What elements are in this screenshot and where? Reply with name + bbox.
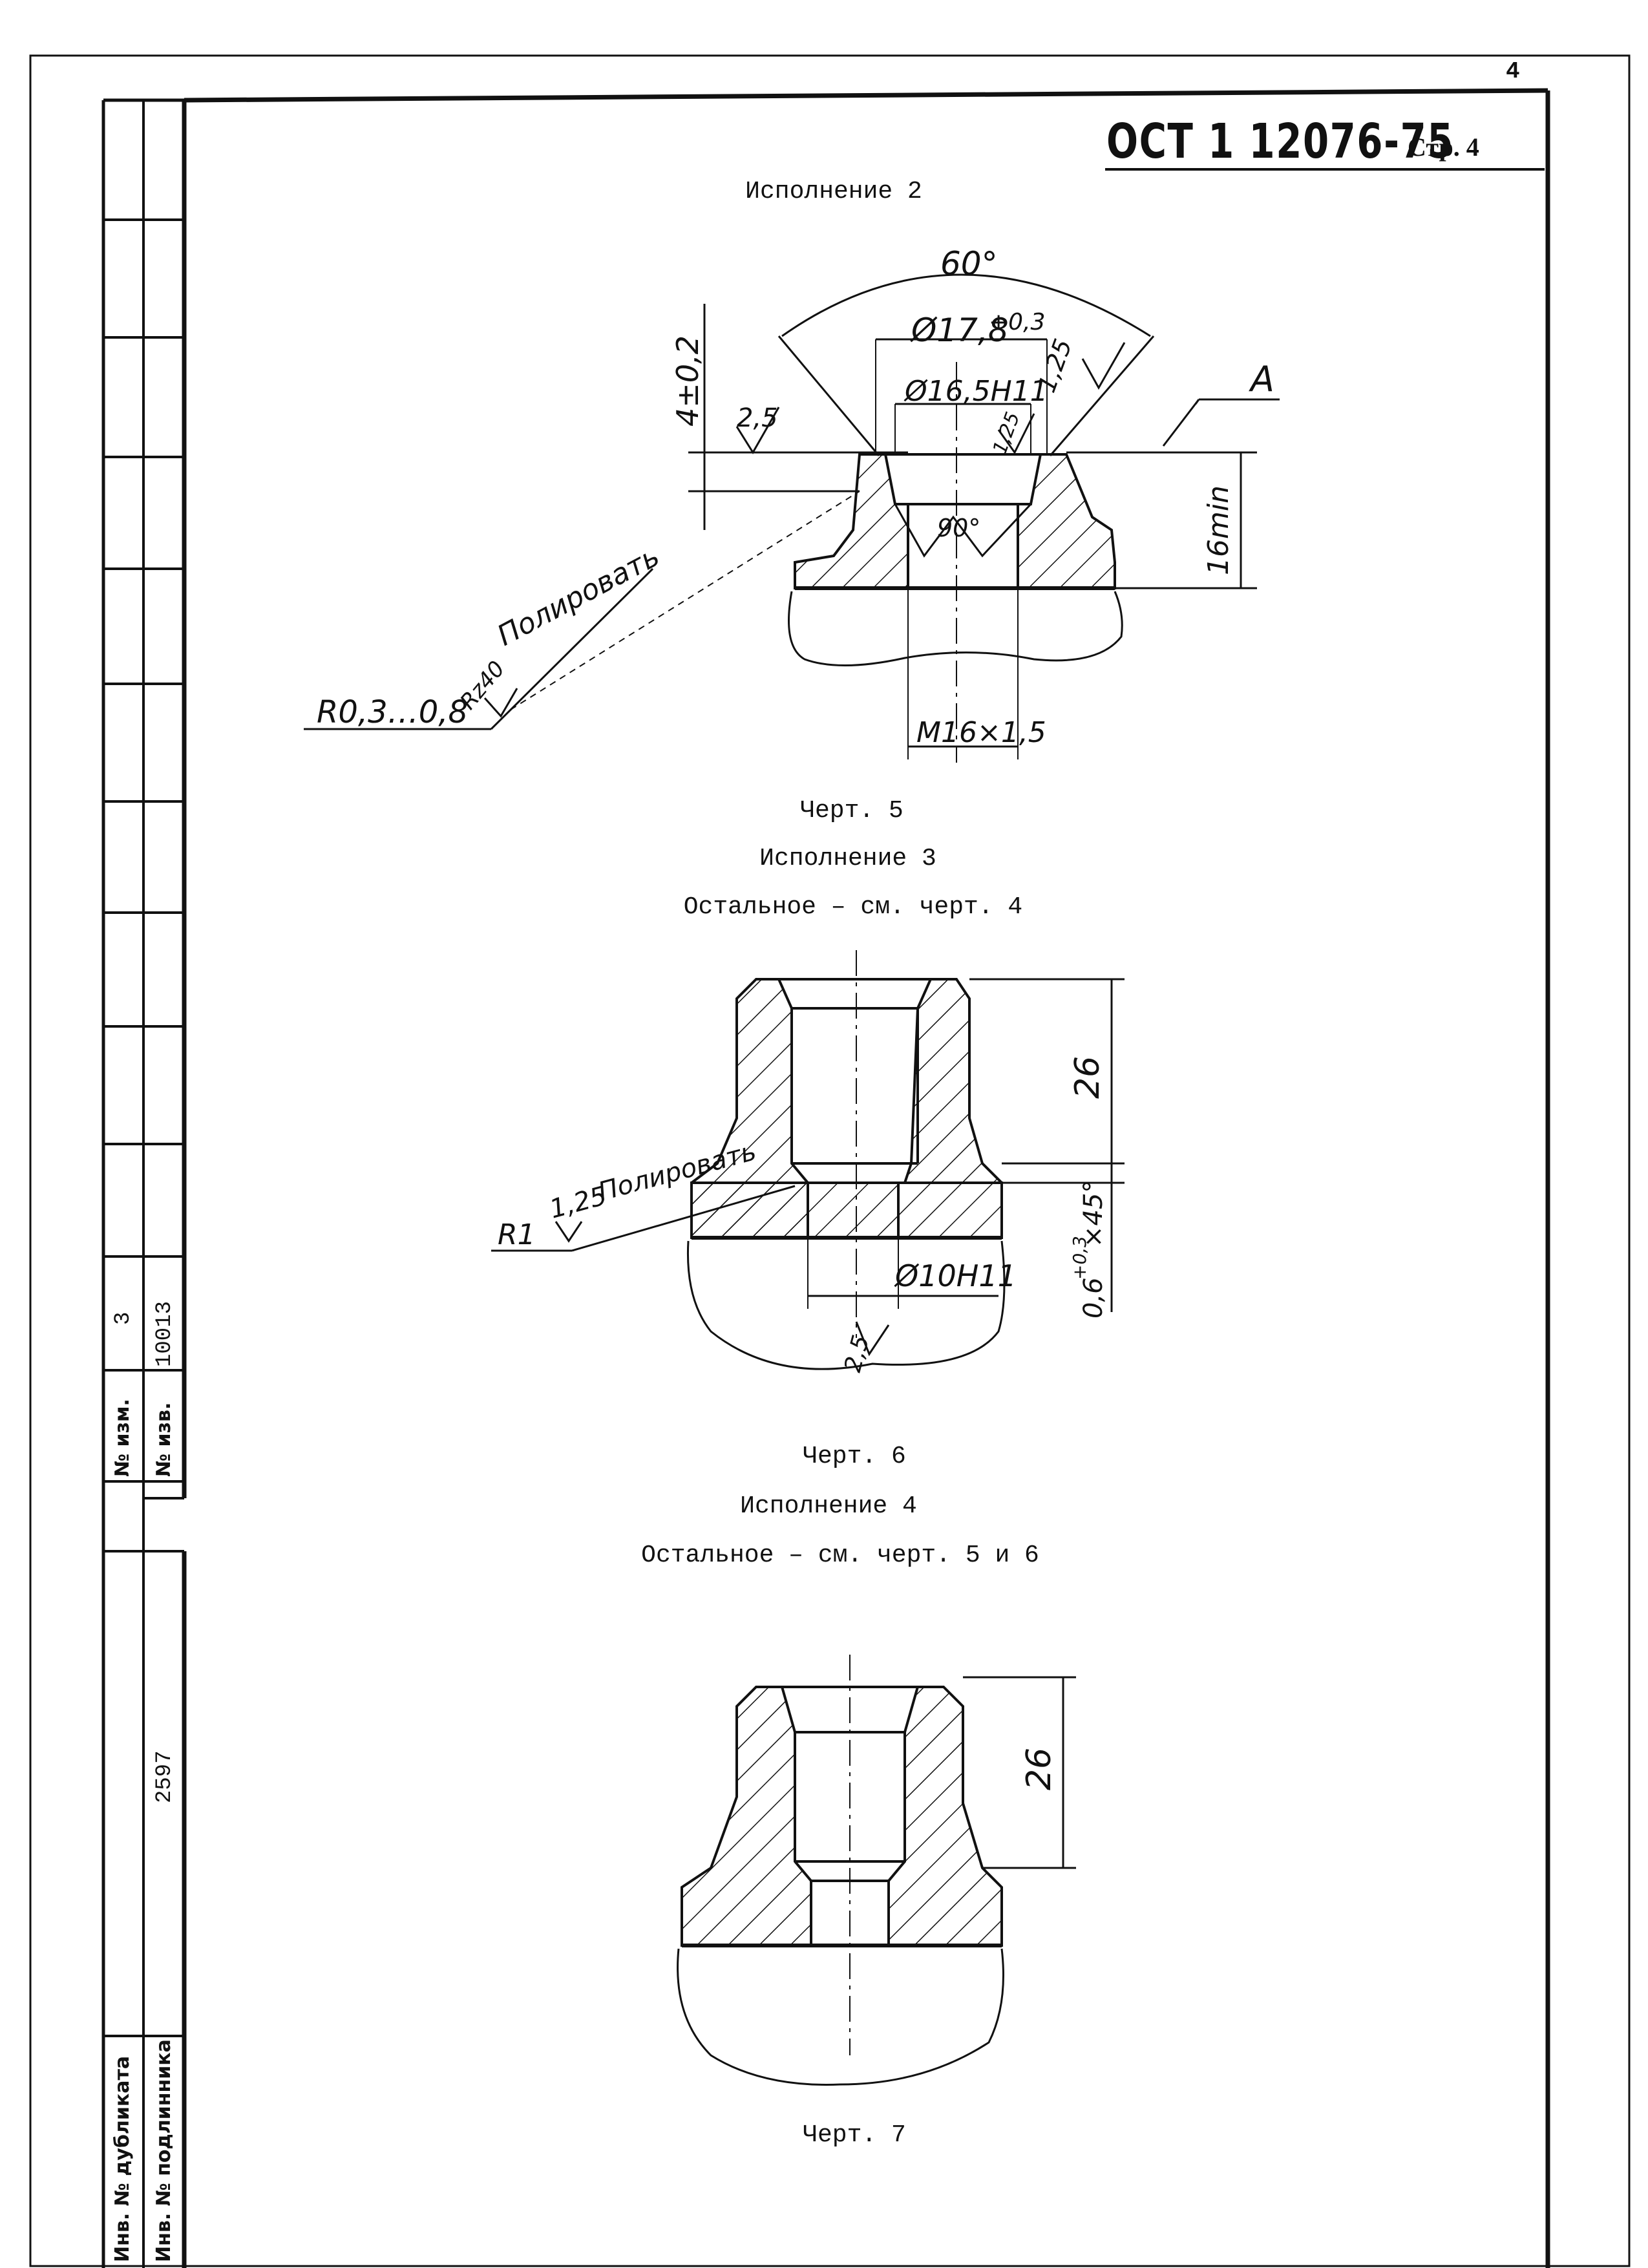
page-label: Стр. 4 [1408, 132, 1479, 162]
change-number-value: 3 [111, 1311, 136, 1325]
radius-dimension: R1 [498, 1218, 536, 1251]
thread-dimension: M16×1,5 [916, 716, 1046, 749]
section-title: Исполнение 2 [745, 178, 922, 206]
figure-caption: Черт. 7 [803, 2121, 906, 2149]
bore-diameter: Ø10H11 [894, 1258, 1017, 1293]
depth-dimension: 4±0,2 [670, 335, 705, 427]
chamfer-angle: ×45° [1079, 1180, 1108, 1247]
inner-diameter: Ø16,5H11 [903, 375, 1048, 408]
datum-label: A [1249, 359, 1274, 399]
notice-number-value: 10013 [153, 1300, 177, 1367]
roughness-mark: 2,5 [737, 403, 778, 433]
chamfer-dimension: 0,6 [1079, 1277, 1108, 1319]
original-inventory-label: Инв. № подлинника [153, 2039, 175, 2262]
section-note: Остальное – см. черт. 5 и 6 [641, 1542, 1039, 1569]
duplicate-inventory-label: Инв. № дубликата [111, 2055, 134, 2262]
figure-caption: Черт. 6 [803, 1443, 906, 1470]
section-title: Исполнение 3 [759, 845, 936, 873]
section-title: Исполнение 4 [740, 1492, 917, 1520]
section-note: Остальное – см. черт. 4 [683, 893, 1023, 921]
notice-number-label: № изв. [153, 1402, 175, 1477]
figure-caption: Черт. 5 [800, 797, 903, 825]
page-number: 4 [1506, 58, 1520, 85]
change-number-label: № изм. [111, 1399, 134, 1477]
cone-angle: 90° [937, 514, 980, 542]
original-inventory-value: 2597 [153, 1750, 177, 1803]
chamfer-tolerance: +0,3 [1069, 1236, 1090, 1280]
standard-number: ОСТ 1 12076-75 [1106, 114, 1455, 169]
outer-diameter-tolerance: +0,3 [989, 309, 1045, 335]
height-dimension: 16min [1202, 485, 1235, 575]
height-dimension: 26 [1068, 1056, 1107, 1099]
height-dimension: 26 [1020, 1748, 1059, 1790]
angle-dimension: 60° [940, 245, 998, 282]
outer-diameter: Ø17,8 [910, 312, 1009, 349]
radius-dimension: R0,3…0,8 [317, 694, 468, 730]
